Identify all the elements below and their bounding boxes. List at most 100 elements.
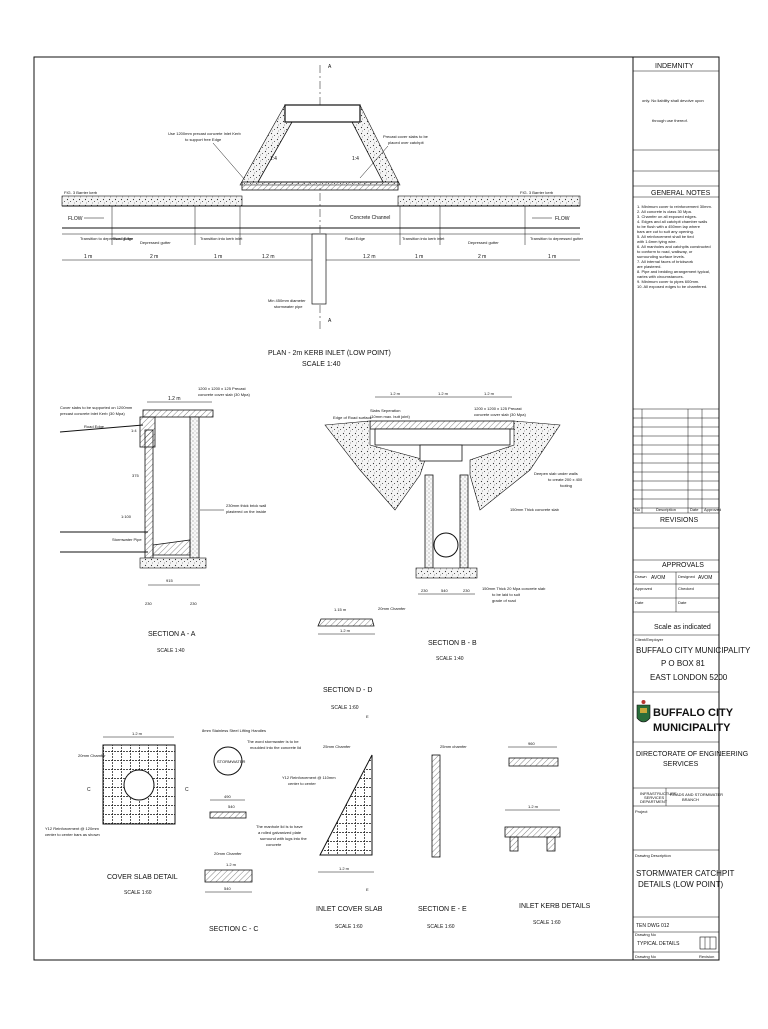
dd-chamfer: 20mm Chamfer [378,606,406,611]
ik-scale: SCALE 1:60 [533,920,561,926]
ik-title: INLET KERB DETAILS [519,903,591,910]
cc-dim-c: 1.2 m [226,862,237,867]
client-2: P O BOX 81 [661,659,705,668]
aa-bottom-dim: 915 [166,578,173,583]
note-right-2: placed over catchpit [388,140,424,145]
type-label: Drawing No [635,932,657,937]
bb-precast-note-2: concrete cover slab (30 Mpa) [474,412,526,417]
kerb-right [397,195,581,207]
cover-slab-detail: 1.2 m 20mm Chamfer Y12 Reinforcement @ 1… [45,731,189,896]
handles-note: 8mm Stainless Steel Lifting Handles [202,728,266,733]
aa-pipe [60,531,148,553]
client-label: Client/Employer [635,637,664,642]
cs-reinf-2: center to center bars as shown [45,832,100,837]
section-e-e: 25mm chamfer SECTION E - E SCALE 1:60 [418,744,467,930]
bb-wall-left [424,474,434,569]
logo-text-1: BUFFALO CITY [653,707,734,719]
cc-dim-a: 490 [224,794,231,799]
ik-dim-mid: 1.2 m [528,804,539,809]
bb-deepen-2: to create 200 x 400 [548,477,583,482]
appr-label2-3: Date [678,600,687,605]
cs-reinf-1: Y12 Reinforcement @ 120mm [45,826,100,831]
pipe-note-2: stormwater pipe [274,304,303,309]
kerb-right-label: FIG. 3 Barrier kerb [520,190,554,195]
aa-slope: 1:4 [131,428,137,433]
cc-dim-b: 540 [228,804,235,809]
bb-bottom-dim-3: 230 [463,588,470,593]
rev-col-date: Date [690,507,699,512]
kerb-left-label: FIG. 3 Barrier kerb [64,190,98,195]
crest-top-icon [641,700,646,704]
directorate-1: DIRECTORATE OF ENGINEERING [636,751,748,758]
appr-label-3: Date [635,600,644,605]
lid-note-4: concrete [266,842,282,847]
plan-dim-5: 1.2 m [363,254,376,260]
kerb-left [61,195,243,207]
municipality-logo: BUFFALO CITY MUNICIPALITY [636,700,734,734]
aa-precast-note-2: concrete cover slab (30 Mpa) [198,392,250,397]
logo-text-2: MUNICIPALITY [653,722,731,734]
ik-dim-top: 960 [528,741,535,746]
dept-left-3: DEPARTMENT [640,799,668,804]
cs-mark-left: C [87,787,91,793]
appr-value-1: AVOM [651,575,665,581]
cc-slab-section [204,869,253,883]
note-2: 2. All concrete is class 30 Mpa. [637,209,692,214]
pipe-note-1: Min 450mm diameter [268,298,306,303]
plan-label-2: Road Edge [113,236,134,241]
dd-slab [317,618,375,627]
drawing-title-2: DETAILS (LOW POINT) [638,880,724,889]
dept-left-1: INFRASTRUCTURE [640,791,677,796]
appr-label-1: Drawn [635,574,647,579]
plan-dim-3: 1 m [214,254,222,260]
bb-scale: SCALE 1:40 [436,656,464,662]
ic-mark-bottom: E [366,887,369,892]
bb-wall-right [459,474,469,569]
note-9: 6. All manholes and catchpits constructe… [637,244,711,249]
bb-base-note-3: grade of road [492,598,516,603]
aa-road-edge: Road Edge [84,424,105,429]
section-marker-top: A [328,64,332,70]
rev-col-no: No [635,507,641,512]
indemnity-line-1: only. No liability shall devolve upon [642,98,704,103]
plan-label-1: Transition to depressed gutter [80,236,134,241]
flow-left: FLOW [68,216,83,222]
bb-deepen-1: Deepen slab under walls [534,471,578,476]
sheet-border [33,56,720,961]
bb-base-note-1: 150mm Thick 20 Mpa concrete slab [482,586,546,591]
aa-road-line [59,424,144,433]
plan-label-7: Depressed gutter [468,240,499,245]
ee-chamfer: 25mm chamfer [440,744,467,749]
note-5: to be flush with a 450mm lap where [637,224,701,229]
lid-circle [213,746,243,776]
plan-scale: SCALE 1:40 [302,361,341,368]
aa-foot-dim-2: 230 [190,601,197,606]
ic-dim-bottom: 1.2 m [339,866,350,871]
cc-dim-d: 540 [224,886,231,891]
note-14: 8. Pipe and bedding arrangement typical, [637,269,710,274]
cs-dim-top: 1.2 m [132,731,143,736]
leader-note-right [359,145,389,179]
footer-left: Drawing No [635,954,657,959]
ee-scale: SCALE 1:60 [427,924,455,930]
appr-label2-2: Checked [678,586,694,591]
cover-slab-strip [241,181,399,191]
client-1: BUFFALO CITY MUNICIPALITY [636,646,751,655]
channel-label: Concrete Channel [350,215,390,221]
approvals-head: APPROVALS [662,562,704,569]
revisions-head: REVISIONS [660,517,698,524]
dd-dim-top: 1.15 m [334,607,347,612]
rev-col-desc: Description [656,507,676,512]
dept-right-1: ROADS AND STORMWATER [670,792,723,797]
plan-dim-7: 2 m [478,254,486,260]
cs-opening [123,769,155,801]
note-12: 7. All internal faces of brickwork [637,259,693,264]
bb-ring-beam [374,428,511,446]
cc-chamfer: 20mm Chamfer [214,851,242,856]
plan-dim-2: 2 m [150,254,158,260]
note-6: bars are cut to suit any opening. [637,229,694,234]
bb-base-slab [415,567,478,579]
aa-wall-note-1: 230mm thick brick wall [226,503,266,508]
note-16: 9. Minimum cover to pipes 600mm. [637,279,699,284]
